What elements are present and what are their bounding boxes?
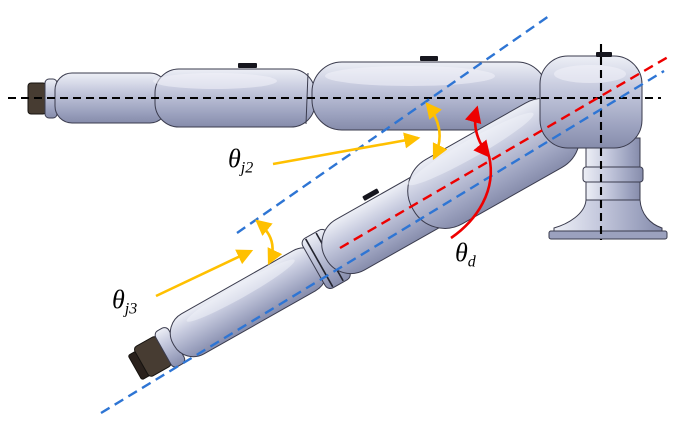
upper-arm-assembly (27, 61, 548, 131)
theta-subscript: j2 (240, 159, 254, 177)
theta-subscript: d (467, 253, 476, 271)
theta-symbol: θ (228, 144, 241, 173)
joint3-label-arrow (155, 249, 254, 298)
upper-link-1 (54, 72, 168, 124)
body-details (238, 52, 612, 68)
forearm-link (169, 247, 328, 358)
theta-subscript: j3 (124, 300, 138, 318)
lower-arm-assembly (128, 98, 581, 380)
joint2-angle-label: θj2 (228, 146, 253, 177)
joint3-angle-label: θj3 (112, 287, 137, 318)
lower-detail-mark (362, 188, 380, 201)
base-column-band (582, 166, 644, 183)
robot-base (548, 137, 668, 240)
base-plate (548, 230, 668, 240)
joint2-angle-arc (425, 102, 448, 161)
desired-angle-label: θd (455, 240, 476, 271)
joint3-angle-arc (255, 219, 283, 266)
theta-symbol: θ (455, 238, 468, 267)
base-flare (553, 199, 663, 234)
theta-symbol: θ (112, 285, 125, 314)
joint3-ring-line-a (304, 238, 334, 288)
desired-angle-leader (450, 155, 493, 240)
forearm-axis-line (100, 69, 665, 415)
desired-angle-arc (464, 105, 491, 158)
joint2-label-arrow (272, 132, 421, 166)
robot-illustration (27, 52, 668, 380)
